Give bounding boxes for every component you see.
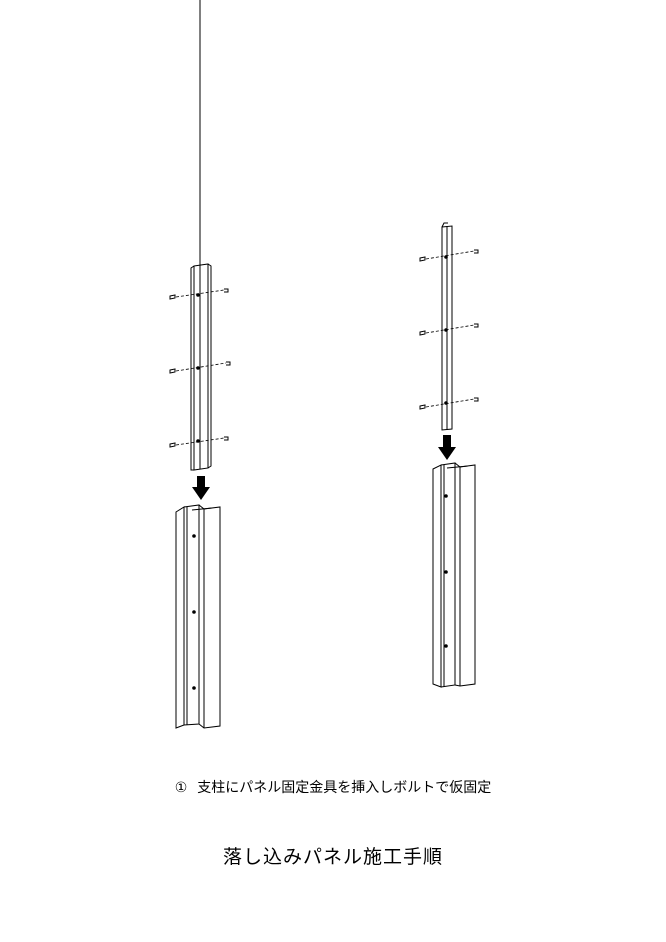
right-post — [432, 462, 476, 688]
page-title: 落し込みパネル施工手順 — [222, 846, 443, 868]
bolt-icon — [169, 361, 231, 374]
bolt-icon — [419, 249, 479, 262]
step-text: 支柱にパネル固定金具を挿入しボルトで仮固定 — [197, 780, 492, 796]
left-bolts — [169, 288, 231, 448]
bolt-icon — [419, 323, 479, 336]
step-caption: ① 支柱にパネル固定金具を挿入しボルトで仮固定 — [0, 777, 666, 797]
bolt-icon — [169, 436, 229, 448]
left-post — [175, 504, 221, 729]
arrow-down-icon — [438, 435, 456, 460]
bolt-icon — [419, 397, 479, 410]
left-panel-bracket — [190, 0, 212, 471]
right-panel-bracket — [441, 222, 453, 431]
step-number: ① — [174, 780, 188, 796]
right-bolts — [419, 249, 479, 410]
arrow-down-icon — [192, 476, 210, 500]
left-assembly — [169, 0, 231, 729]
right-assembly — [419, 222, 479, 688]
bolt-icon — [169, 288, 229, 300]
